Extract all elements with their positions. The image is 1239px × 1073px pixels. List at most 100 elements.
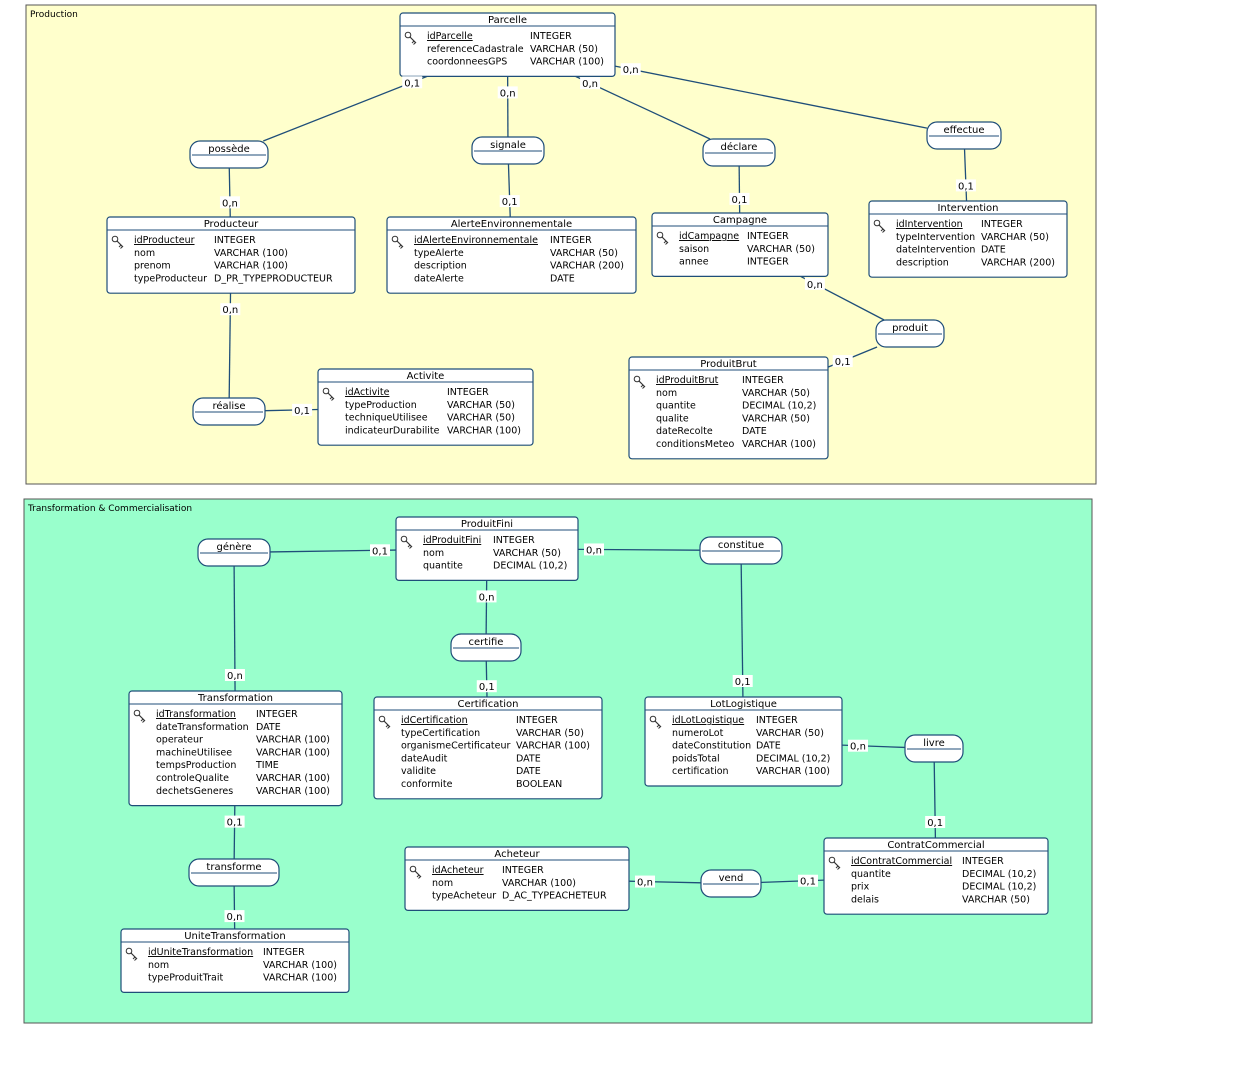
cardinality-label: 0,1: [370, 544, 391, 557]
attribute-name: dateRecolte: [656, 426, 713, 437]
svg-text:0,1: 0,1: [958, 181, 974, 192]
attribute-type: VARCHAR (100): [256, 747, 330, 758]
attribute-type: VARCHAR (50): [447, 400, 515, 411]
attribute-type: DATE: [742, 426, 767, 437]
attribute-name: nom: [148, 960, 169, 971]
association-possede[interactable]: possède: [189, 140, 269, 169]
association-certifie[interactable]: certifie: [450, 633, 522, 662]
association-label: possède: [208, 143, 250, 155]
entity-title: Activite: [407, 371, 445, 382]
cardinality-label: 0,1: [798, 874, 819, 888]
entity-title: Producteur: [204, 219, 259, 230]
association-livre[interactable]: livre: [904, 734, 964, 763]
key-icon: [404, 31, 417, 45]
attribute-type: INTEGER: [962, 856, 1004, 867]
svg-text:0,n: 0,n: [222, 305, 238, 316]
association-transforme[interactable]: transforme: [188, 858, 280, 887]
cardinality-label: 0,n: [620, 63, 641, 76]
primary-key-name: idProducteur: [134, 235, 195, 246]
zone-label-production: Production: [30, 10, 78, 20]
association-vend[interactable]: vend: [700, 869, 762, 898]
attribute-type: VARCHAR (100): [263, 960, 337, 971]
attribute-type: INTEGER: [530, 31, 572, 42]
association-constitue[interactable]: constitue: [699, 536, 783, 565]
cardinality-label: 0,n: [634, 875, 655, 889]
key-icon: [322, 387, 335, 401]
attribute-type: VARCHAR (100): [256, 786, 330, 797]
entity-unite-transformation[interactable]: UniteTransformationidUniteTransformation…: [120, 928, 350, 994]
key-icon: [649, 715, 662, 729]
svg-text:0,n: 0,n: [500, 88, 516, 99]
attribute-name: prenom: [134, 261, 171, 272]
cardinality-label: 0,n: [580, 77, 601, 90]
attribute-name: certification: [672, 766, 729, 777]
attribute-name: typeProduitTrait: [148, 973, 223, 984]
association-label: livre: [923, 738, 945, 749]
association-declare[interactable]: déclare: [702, 138, 776, 167]
cardinality-label: 0,1: [925, 816, 946, 829]
attribute-name: typeCertification: [401, 728, 480, 739]
attribute-name: typeAcheteur: [432, 891, 496, 902]
attribute-type: DATE: [516, 766, 541, 777]
association-effectue[interactable]: effectue: [926, 121, 1002, 150]
association-label: vend: [719, 873, 744, 884]
association-label: signale: [490, 140, 526, 151]
primary-key-name: idAcheteur: [432, 865, 484, 876]
primary-key-name: idIntervention: [896, 219, 963, 230]
attribute-type: VARCHAR (100): [742, 439, 816, 450]
attribute-type: VARCHAR (100): [263, 973, 337, 984]
attribute-name: description: [896, 257, 949, 268]
entity-title: Intervention: [937, 203, 998, 214]
attribute-type: VARCHAR (50): [447, 413, 515, 424]
attribute-type: DATE: [981, 245, 1006, 256]
attribute-type: INTEGER: [493, 535, 535, 546]
attribute-name: nom: [134, 248, 155, 259]
association-genere[interactable]: génère: [197, 538, 271, 567]
attribute-type: INTEGER: [742, 375, 784, 386]
link-constitue-lot-logistique: [740, 563, 744, 698]
attribute-name: prix: [851, 882, 870, 893]
attribute-name: nom: [423, 548, 444, 559]
cardinality-label: 0,n: [847, 739, 868, 753]
attribute-type: INTEGER: [550, 235, 592, 246]
entity-title: Campagne: [713, 215, 767, 226]
key-icon: [828, 856, 841, 870]
svg-text:0,1: 0,1: [404, 78, 420, 89]
attribute-type: DATE: [550, 273, 575, 284]
key-icon: [378, 715, 391, 729]
cardinality-label: 0,n: [804, 277, 825, 291]
attribute-type: VARCHAR (100): [530, 57, 604, 68]
attribute-type: VARCHAR (100): [502, 878, 576, 889]
link-transforme-transformation: [233, 805, 236, 860]
attribute-type: INTEGER: [502, 865, 544, 876]
association-produit[interactable]: produit: [875, 319, 945, 348]
attribute-name: dateIntervention: [896, 245, 975, 256]
attribute-type: INTEGER: [263, 947, 305, 958]
cardinality-label: 0,n: [497, 86, 518, 99]
entity-alerte-environnementale[interactable]: AlerteEnvironnementaleidAlerteEnvironnem…: [386, 216, 637, 294]
cardinality-label: 0,n: [219, 196, 240, 209]
attribute-type: DECIMAL (10,2): [962, 882, 1036, 893]
attribute-type: DECIMAL (10,2): [962, 869, 1036, 880]
association-signale[interactable]: signale: [471, 136, 545, 165]
key-icon: [873, 219, 886, 233]
entity-title: LotLogistique: [710, 699, 777, 710]
attribute-type: INTEGER: [214, 235, 256, 246]
primary-key-name: idContratCommercial: [851, 856, 952, 867]
association-label: génère: [216, 541, 251, 553]
attribute-type: VARCHAR (100): [516, 741, 590, 752]
association-realise[interactable]: réalise: [192, 397, 266, 426]
attribute-name: tempsProduction: [156, 760, 236, 771]
